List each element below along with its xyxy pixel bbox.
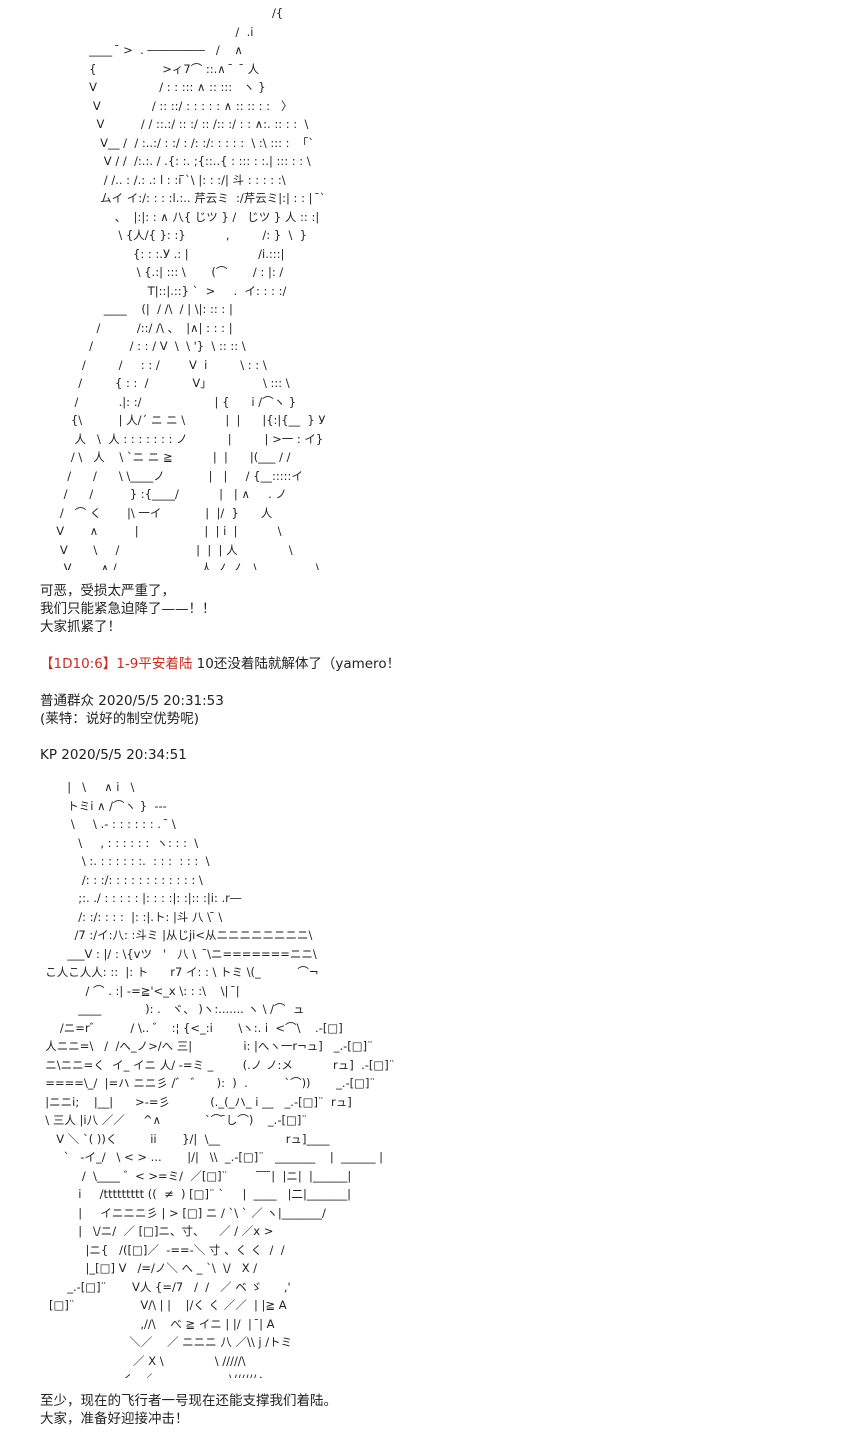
dice-result: 【1D10:6】	[40, 656, 117, 672]
dice-roll-line: 【1D10:6】1-9平安着陆 10还没着陆就解体了（yamero！	[40, 655, 400, 673]
ascii-art-character: /{ / .i ____ ̄ > . ――――― / ∧ { >ィ7⌒ ::.∧…	[56, 6, 326, 570]
comment-header: 普通群众 2020/5/5 20:31:53	[40, 692, 224, 710]
kp-author: KP	[40, 747, 57, 763]
ascii-art-crash-scene: | \ ∧ i \ トミi ∧ /⌒ヽ } --- \ \ .- : : : :…	[45, 780, 395, 1378]
dice-note: 10还没着陆就解体了（yamero！	[192, 656, 401, 672]
dice-outcome: 1-9平安着陆	[116, 656, 193, 672]
comment-body: (莱特：说好的制空优势呢)	[40, 711, 200, 727]
kp-timestamp: 2020/5/5 20:34:51	[57, 747, 187, 763]
comment-author: 普通群众	[40, 693, 94, 709]
kp-dialogue: 至少，现在的飞行者一号现在还能支撑我们着陆。 大家，准备好迎接冲击！	[40, 1393, 337, 1427]
post-dialogue: 可恶，受损太严重了， 我们只能紧急迫降了——！！ 大家抓紧了！	[40, 583, 216, 635]
comment-timestamp: 2020/5/5 20:31:53	[94, 693, 224, 709]
kp-post-header: KP 2020/5/5 20:34:51	[40, 746, 187, 764]
